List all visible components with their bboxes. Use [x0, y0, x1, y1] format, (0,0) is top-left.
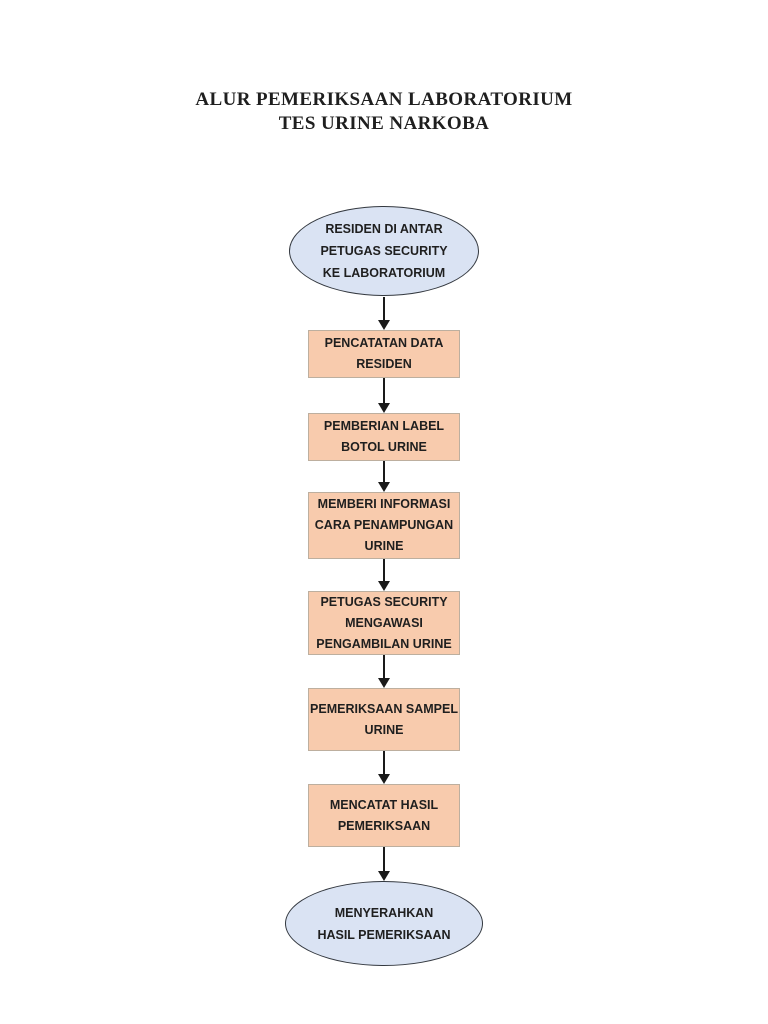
arrow-down-icon [378, 403, 390, 413]
arrow-down-icon [378, 320, 390, 330]
flow-node-start-residen-diantar: RESIDEN DI ANTAR PETUGAS SECURITY KE LAB… [289, 206, 479, 296]
node-text-line: PEMERIKSAAN SAMPEL [310, 701, 458, 716]
arrow-down-icon [378, 774, 390, 784]
flow-arrow-4 [377, 559, 391, 591]
node-text-line: HASIL PEMERIKSAAN [317, 927, 451, 942]
flow-step-pemberian-label-botol: PEMBERIAN LABEL BOTOL URINE [308, 413, 460, 461]
node-text-line: PENGAMBILAN URINE [316, 636, 452, 651]
arrow-down-icon [378, 678, 390, 688]
page-title: ALUR PEMERIKSAAN LABORATORIUM TES URINE … [0, 88, 768, 136]
node-text-line: MEMBERI INFORMASI [317, 497, 451, 511]
arrow-shaft [382, 297, 386, 320]
arrow-shaft [382, 751, 386, 774]
flow-step-pemeriksaan-sampel-urine: PEMERIKSAAN SAMPEL URINE [308, 688, 460, 751]
arrow-down-icon [378, 482, 390, 492]
node-text-line: PEMERIKSAAN [337, 818, 431, 833]
node-text-line: KE LABORATORIUM [322, 266, 446, 280]
node-text-line: PENCATATAN DATA [324, 336, 444, 350]
arrow-shaft [382, 559, 386, 581]
node-text-line: RESIDEN [356, 357, 412, 371]
arrow-down-icon [378, 871, 390, 881]
node-text-line: CARA PENAMPUNGAN [314, 518, 454, 532]
node-text-line: MENYERAHKAN [334, 905, 434, 920]
flow-arrow-6 [377, 751, 391, 784]
node-text-line: URINE [364, 722, 404, 737]
node-text-line: BOTOL URINE [341, 440, 427, 454]
title-line-1: ALUR PEMERIKSAAN LABORATORIUM [195, 89, 573, 110]
node-text-line: MENCATAT HASIL [329, 797, 439, 812]
node-text-line: MENGAWASI [345, 615, 423, 630]
flow-arrow-1 [377, 297, 391, 330]
arrow-shaft [382, 378, 386, 403]
node-text-line: PETUGAS SECURITY [320, 594, 448, 609]
arrow-shaft [382, 847, 386, 871]
node-text-line: URINE [364, 539, 404, 553]
flow-arrow-3 [377, 461, 391, 492]
flow-step-memberi-informasi-penampungan: MEMBERI INFORMASI CARA PENAMPUNGAN URINE [308, 492, 460, 559]
title-line-2: TES URINE NARKOBA [278, 113, 490, 134]
arrow-shaft [382, 655, 386, 678]
node-text-line: PETUGAS SECURITY [320, 244, 448, 258]
flow-step-mencatat-hasil: MENCATAT HASIL PEMERIKSAAN [308, 784, 460, 847]
flow-arrow-5 [377, 655, 391, 688]
flow-arrow-2 [377, 378, 391, 413]
node-text-line: RESIDEN DI ANTAR [325, 222, 443, 236]
flow-arrow-7 [377, 847, 391, 881]
arrow-shaft [382, 461, 386, 482]
arrow-down-icon [378, 581, 390, 591]
node-text-line: PEMBERIAN LABEL [323, 419, 445, 433]
flow-step-pencatatan-data-residen: PENCATATAN DATA RESIDEN [308, 330, 460, 378]
flow-node-end-menyerahkan-hasil: MENYERAHKAN HASIL PEMERIKSAAN [285, 881, 483, 966]
flow-step-security-mengawasi-pengambilan: PETUGAS SECURITY MENGAWASI PENGAMBILAN U… [308, 591, 460, 655]
